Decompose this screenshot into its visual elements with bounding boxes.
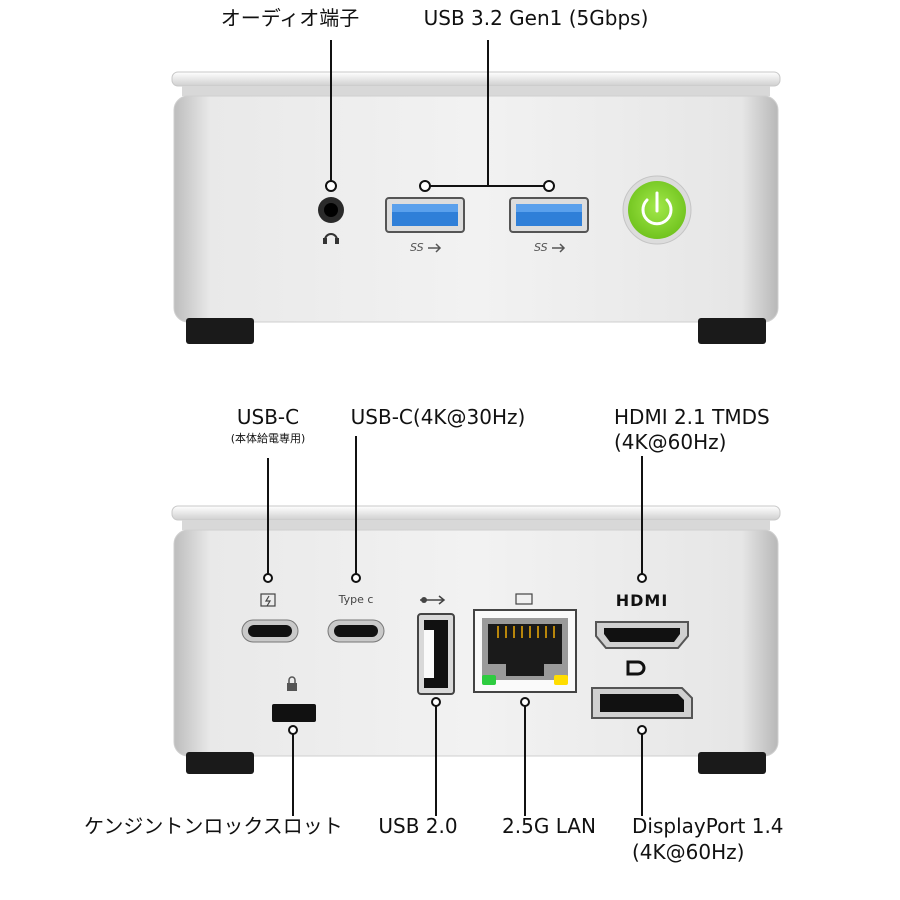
hdmi-label-line1: HDMI 2.1 TMDS	[614, 405, 770, 429]
front-audio-label: オーディオ端子	[220, 6, 360, 30]
usbc-video-port	[327, 436, 385, 643]
usbc-power-label: USB-C	[236, 405, 300, 429]
usb2-label: USB 2.0	[378, 814, 458, 838]
displayport-port	[591, 660, 693, 816]
front-chassis	[171, 71, 781, 344]
hdmi-port	[595, 456, 689, 649]
usb2-port	[417, 595, 455, 816]
usb-ss-icons	[428, 243, 566, 253]
lan-label: 2.5G LAN	[502, 814, 596, 838]
power-button	[622, 175, 692, 245]
usb3-callout	[419, 40, 555, 192]
usbc-power-port	[241, 458, 299, 643]
hdmi-label-line2: (4K@60Hz)	[614, 430, 727, 454]
dp-label-line2: (4K@60Hz)	[632, 840, 745, 864]
usbc-power-note: (本体給電専用)	[230, 432, 306, 445]
front-usb-label: USB 3.2 Gen1 (5Gbps)	[423, 6, 649, 30]
lan-port	[473, 593, 577, 816]
hdmi-mark: HDMI	[615, 591, 669, 610]
usb3-port-1	[385, 197, 465, 233]
usbc-video-mark: Type c	[338, 593, 374, 606]
usb3-ss-mark-1: SS	[410, 241, 424, 254]
kensington-label: ケンジントンロックスロット	[84, 814, 343, 838]
dp-label-line1: DisplayPort 1.4	[632, 814, 784, 838]
usb3-port-2	[509, 197, 589, 233]
usbc-video-label: USB-C(4K@30Hz)	[350, 405, 526, 429]
kensington-slot	[272, 676, 316, 816]
usb3-ss-mark-2: SS	[534, 241, 548, 254]
audio-jack	[318, 40, 344, 244]
